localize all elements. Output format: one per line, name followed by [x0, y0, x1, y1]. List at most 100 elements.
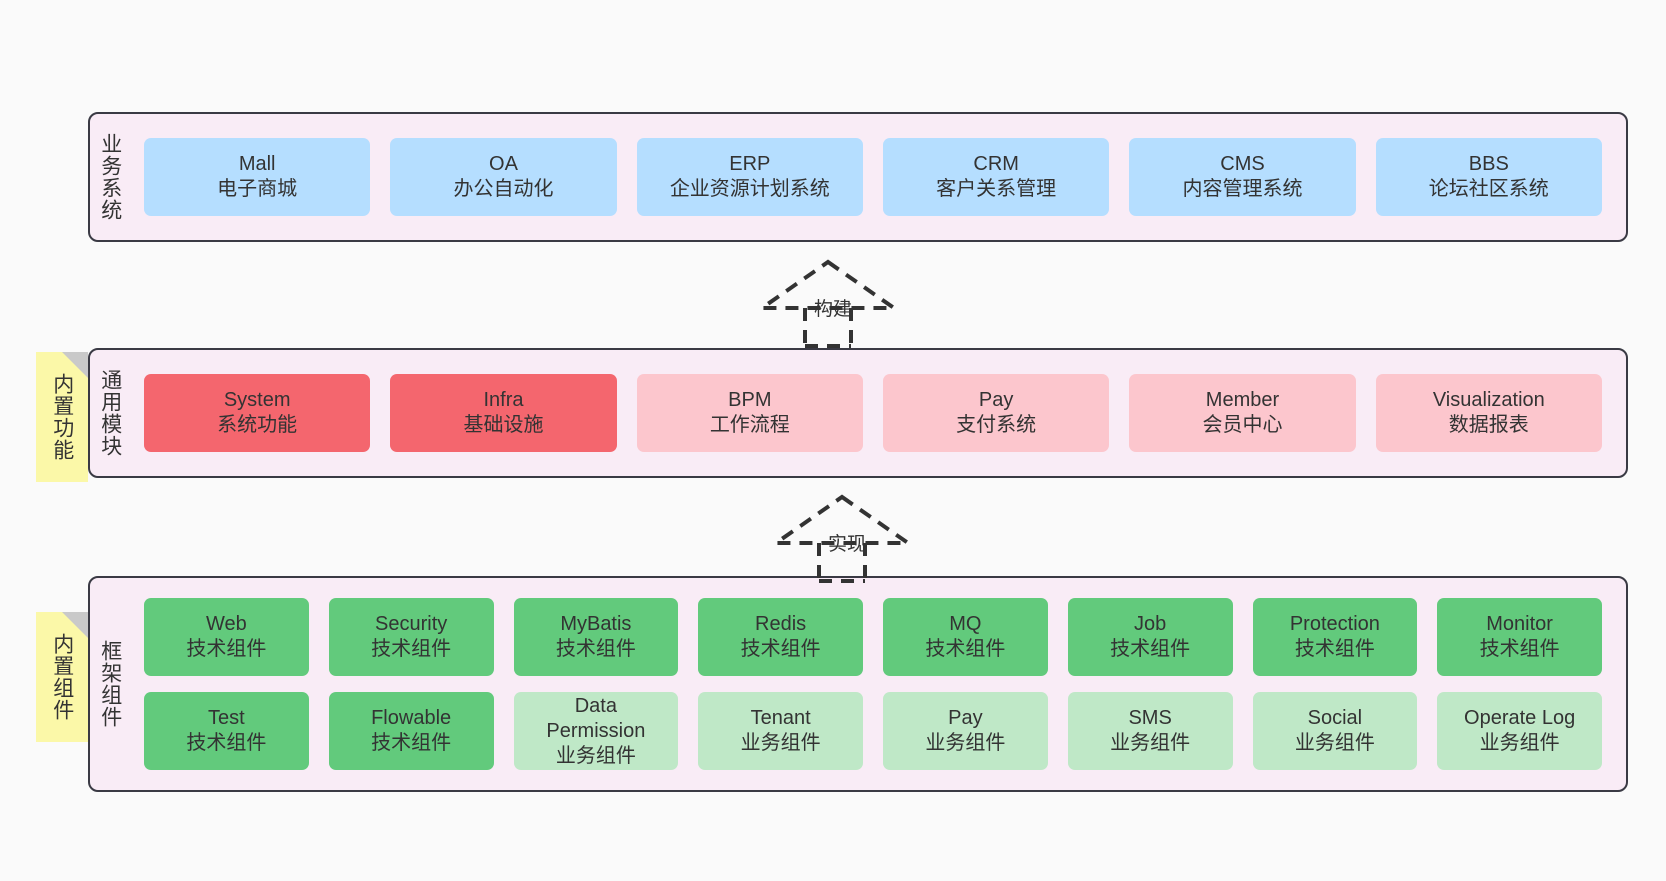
card-operate-log[interactable]: Operate Log 业务组件: [1437, 692, 1602, 770]
card-crm[interactable]: CRM 客户关系管理: [882, 138, 1110, 216]
card-title: MyBatis: [560, 613, 632, 635]
card-bpm[interactable]: BPM 工作流程: [636, 374, 863, 452]
card-title: BBS: [1468, 153, 1509, 175]
card-title: Web: [205, 613, 247, 635]
card-monitor[interactable]: Monitor 技术组件: [1437, 598, 1602, 676]
card-subtitle: 内容管理系统: [1182, 178, 1303, 200]
card-subtitle: 技术组件: [740, 638, 821, 660]
card-subtitle: 技术组件: [186, 638, 267, 660]
card-title: Test: [208, 707, 245, 729]
card-subtitle: 系统功能: [217, 414, 298, 436]
card-oa[interactable]: OA 办公自动化: [390, 138, 617, 216]
card-title: Social: [1307, 707, 1363, 729]
card-title: Pay: [948, 707, 983, 729]
connector-implement: 实现: [769, 493, 915, 583]
card-title: Pay: [978, 389, 1014, 411]
card-title: Job: [1134, 613, 1167, 635]
framework-row-tech: Web 技术组件 Security 技术组件 MyBatis 技术组件 Redi…: [134, 598, 1612, 676]
card-mybatis[interactable]: MyBatis 技术组件: [513, 598, 679, 676]
card-subtitle: 企业资源计划系统: [669, 178, 830, 200]
card-subtitle: 业务组件: [925, 732, 1006, 754]
card-subtitle: 技术组件: [371, 732, 452, 754]
card-title: OA: [489, 153, 518, 175]
card-title: BPM: [728, 389, 772, 411]
card-job[interactable]: Job 技术组件: [1067, 598, 1233, 676]
card-container-framework: Web 技术组件 Security 技术组件 MyBatis 技术组件 Redi…: [130, 578, 1626, 790]
card-subtitle: 业务组件: [740, 732, 821, 754]
card-title: SMS: [1128, 707, 1172, 729]
card-subtitle: 技术组件: [1294, 638, 1375, 660]
layer-panel-business: 业务系统 Mall 电子商城 OA 办公自动化 ERP 企业资源计划系统 CRM…: [88, 112, 1628, 242]
sticky-note-builtin-component: 内置组件: [36, 612, 88, 742]
card-subtitle: 业务组件: [555, 744, 636, 767]
arrowhead-triangle: [755, 259, 901, 310]
card-subtitle: 工作流程: [709, 414, 790, 436]
card-title: Redis: [755, 613, 807, 635]
card-subtitle: 业务组件: [1294, 732, 1375, 754]
card-container-common: System 系统功能 Infra 基础设施 BPM 工作流程 Pay 支付系统…: [130, 350, 1626, 476]
card-sms[interactable]: SMS 业务组件: [1067, 692, 1233, 770]
connector-build-label: 构建: [814, 299, 853, 320]
card-protection[interactable]: Protection 技术组件: [1252, 598, 1418, 676]
card-title: Visualization: [1432, 389, 1545, 411]
card-tenant[interactable]: Tenant 业务组件: [698, 692, 863, 770]
card-title: Mall: [238, 153, 276, 175]
layer-label-business: 业务系统: [98, 133, 122, 221]
card-subtitle: 业务组件: [1479, 732, 1560, 754]
card-mall[interactable]: Mall 电子商城: [144, 138, 371, 216]
card-pay[interactable]: Pay 支付系统: [882, 374, 1110, 452]
card-subtitle: 办公自动化: [453, 178, 554, 200]
card-title: Operate Log: [1464, 707, 1576, 729]
card-flowable[interactable]: Flowable 技术组件: [328, 692, 494, 770]
card-infra[interactable]: Infra 基础设施: [390, 374, 617, 452]
card-data-permission[interactable]: Data Permission 业务组件: [513, 692, 679, 770]
arrow-shaft: [817, 543, 867, 583]
layer-label-common: 通用模块: [98, 369, 122, 457]
card-erp[interactable]: ERP 企业资源计划系统: [636, 138, 863, 216]
card-redis[interactable]: Redis 技术组件: [698, 598, 863, 676]
card-subtitle: 技术组件: [186, 732, 267, 754]
card-test[interactable]: Test 技术组件: [144, 692, 309, 770]
card-title: Monitor: [1486, 613, 1553, 635]
card-subtitle: 技术组件: [371, 638, 452, 660]
card-subtitle: 技术组件: [925, 638, 1006, 660]
card-title: Data Permission: [546, 694, 646, 742]
card-title: Infra: [483, 389, 524, 411]
card-title: System: [223, 389, 291, 411]
card-container-business: Mall 电子商城 OA 办公自动化 ERP 企业资源计划系统 CRM 客户关系…: [130, 114, 1626, 240]
card-pay-business[interactable]: Pay 业务组件: [883, 692, 1048, 770]
card-subtitle: 技术组件: [1479, 638, 1560, 660]
arrow-shaft: [803, 308, 853, 348]
card-member[interactable]: Member 会员中心: [1129, 374, 1356, 452]
card-social[interactable]: Social 业务组件: [1252, 692, 1418, 770]
card-title: Flowable: [371, 707, 452, 729]
framework-row-business: Test 技术组件 Flowable 技术组件 Data Permission …: [134, 692, 1612, 770]
card-cms[interactable]: CMS 内容管理系统: [1129, 138, 1356, 216]
card-system[interactable]: System 系统功能: [144, 374, 371, 452]
card-title: Tenant: [750, 707, 811, 729]
card-subtitle: 客户关系管理: [936, 178, 1057, 200]
card-visualization[interactable]: Visualization 数据报表: [1375, 374, 1602, 452]
card-subtitle: 技术组件: [555, 638, 636, 660]
layer-panel-framework: 框架组件 Web 技术组件 Security 技术组件 MyBatis 技术组件…: [88, 576, 1628, 792]
card-title: MQ: [949, 613, 982, 635]
card-subtitle: 支付系统: [956, 414, 1037, 436]
card-subtitle: 论坛社区系统: [1428, 178, 1549, 200]
layer-label-framework: 框架组件: [98, 640, 122, 728]
card-title: Security: [375, 613, 448, 635]
card-title: CMS: [1220, 153, 1265, 175]
sticky-note-builtin-function: 内置功能: [36, 352, 88, 482]
card-mq[interactable]: MQ 技术组件: [883, 598, 1048, 676]
card-subtitle: 会员中心: [1202, 414, 1283, 436]
card-title: ERP: [729, 153, 771, 175]
card-title: Member: [1205, 389, 1280, 411]
card-web[interactable]: Web 技术组件: [144, 598, 309, 676]
connector-implement-label: 实现: [828, 534, 867, 555]
card-title: Protection: [1289, 613, 1380, 635]
connector-build: 构建: [755, 258, 901, 348]
layer-panel-common: 通用模块 System 系统功能 Infra 基础设施 BPM 工作流程 Pay…: [88, 348, 1628, 478]
card-security[interactable]: Security 技术组件: [328, 598, 494, 676]
card-subtitle: 数据报表: [1448, 414, 1529, 436]
card-title: CRM: [973, 153, 1019, 175]
card-bbs[interactable]: BBS 论坛社区系统: [1375, 138, 1602, 216]
